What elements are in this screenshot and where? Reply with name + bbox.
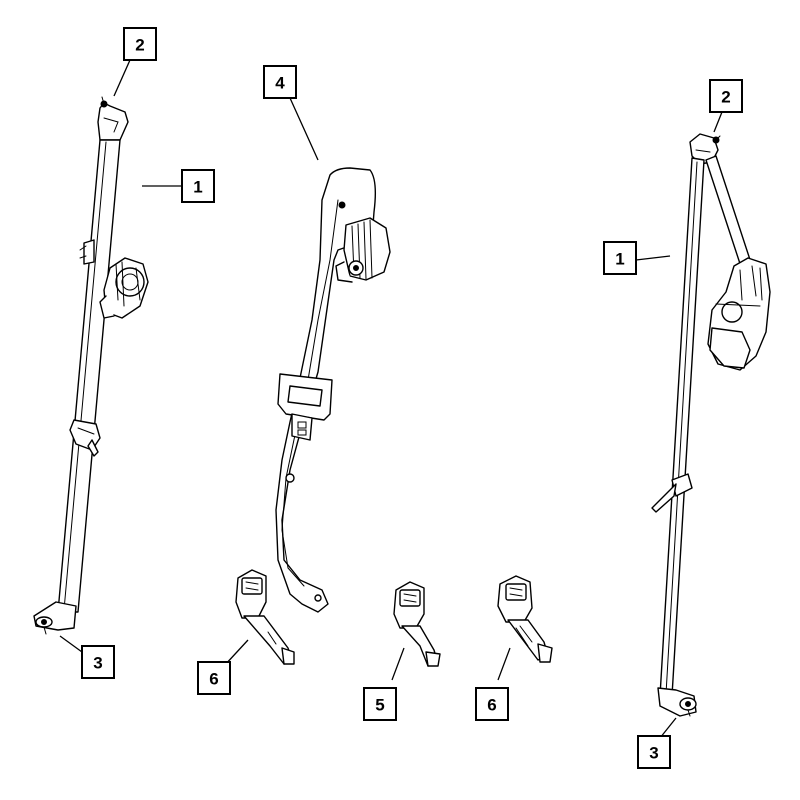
leader-left-anchor (59, 635, 83, 653)
leader-right-guide (713, 111, 723, 133)
buckle-left (235, 569, 295, 665)
leader-right-belt (635, 255, 671, 261)
leader-buckle-center (391, 647, 405, 681)
callout-center-belt: 4 (263, 65, 297, 99)
right-retractor (707, 257, 771, 371)
left-mid-clip (69, 419, 101, 457)
callout-right-belt-label: 1 (615, 250, 624, 269)
leader-left-guide (113, 59, 131, 97)
buckle-right (497, 575, 553, 663)
right-belt-webbing (659, 157, 705, 697)
callout-center-belt-label: 4 (275, 74, 285, 93)
leader-center-belt (289, 97, 319, 161)
left-retractor (99, 257, 149, 319)
callout-left-belt-label: 1 (193, 178, 202, 197)
callout-left-belt: 1 (181, 169, 215, 203)
callout-right-guide-label: 2 (721, 88, 730, 107)
right-mid-clip (651, 473, 693, 513)
callout-right-anchor: 3 (637, 735, 671, 769)
callout-left-guide: 2 (123, 27, 157, 61)
left-upper-clip (79, 239, 95, 265)
left-seat-belt-assembly (33, 96, 149, 635)
left-lower-anchor (33, 601, 77, 635)
right-seat-belt-assembly (651, 133, 771, 717)
callout-buckle-right: 6 (475, 687, 509, 721)
buckle-center (393, 581, 441, 667)
callout-left-guide-label: 2 (135, 36, 144, 55)
center-retractor (335, 217, 391, 283)
center-latch-plate (277, 373, 333, 441)
left-upper-guide (97, 96, 129, 141)
callout-buckle-center: 5 (363, 687, 397, 721)
leader-lines (59, 59, 723, 739)
center-belt-assembly (275, 167, 391, 613)
callout-left-anchor-label: 3 (93, 654, 102, 673)
leader-right-anchor (659, 717, 677, 739)
callout-buckle-center-label: 5 (375, 696, 384, 715)
callout-right-anchor-label: 3 (649, 744, 658, 763)
callout-left-anchor: 3 (81, 645, 115, 679)
callout-right-guide: 2 (709, 79, 743, 113)
left-belt-webbing (57, 139, 121, 613)
leader-buckle-right (497, 647, 511, 681)
callout-right-belt: 1 (603, 241, 637, 275)
callout-buckle-left-label: 6 (209, 670, 218, 689)
right-lower-anchor (657, 687, 697, 717)
callout-buckle-right-label: 6 (487, 696, 496, 715)
callout-buckle-left: 6 (197, 661, 231, 695)
